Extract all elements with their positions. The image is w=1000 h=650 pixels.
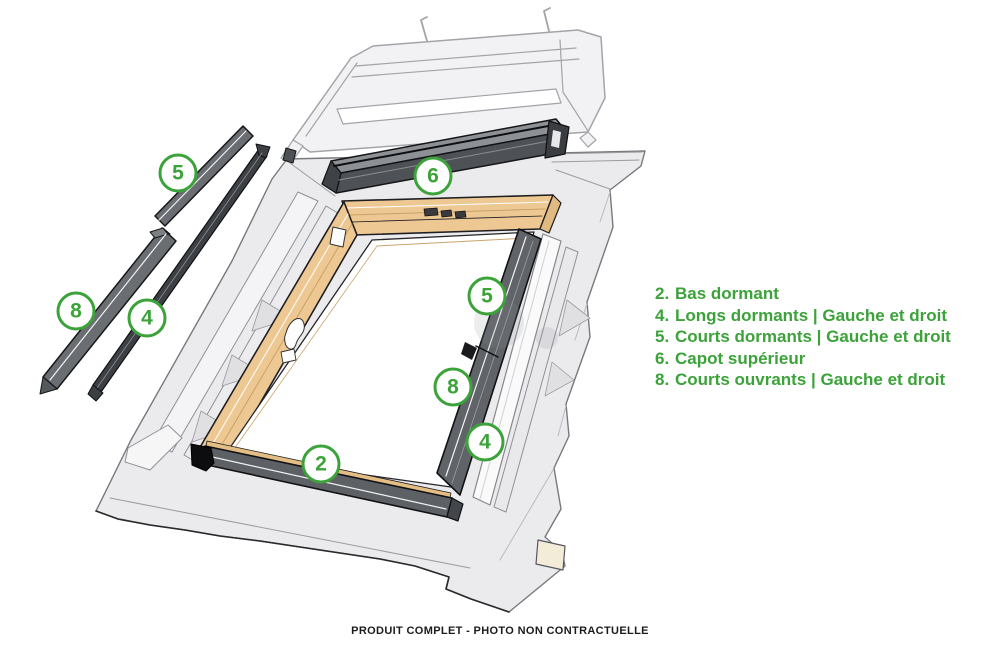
legend-item: 2.Bas dormant — [655, 284, 779, 303]
base-apron-edge — [95, 510, 510, 613]
wood-top-bar-end — [539, 194, 562, 234]
base-gusset — [544, 361, 575, 397]
corner-cap — [190, 443, 215, 472]
rail-court-dormant — [154, 125, 254, 227]
legend: 2.Bas dormant 4.Longs dormants | Gauche e… — [655, 283, 951, 391]
hinge-hardware — [280, 348, 297, 364]
base-channel — [152, 191, 319, 453]
top-frame-pin — [543, 7, 551, 32]
top-frame-opening — [336, 88, 562, 125]
hinge-hardware — [284, 318, 305, 350]
corner-wood-block — [535, 539, 566, 571]
corner-bracket — [329, 226, 347, 248]
hinge-hardware — [423, 207, 467, 219]
base-bracket — [124, 424, 183, 471]
base-gusset — [558, 299, 591, 337]
top-frame-pin — [420, 16, 428, 42]
legend-item: 5.Courts dormants | Gauche et droit — [655, 327, 951, 347]
legend-item: 4.Longs dormants | Gauche et droit — [655, 305, 948, 325]
legend-item: 8.Courts ouvrants | Gauche et droit — [655, 370, 946, 390]
footer-caption: PRODUIT COMPLET - PHOTO NON CONTRACTUELL… — [351, 625, 649, 637]
side-trim — [493, 246, 579, 513]
legend-item: 6.Capot supérieur — [655, 348, 806, 368]
